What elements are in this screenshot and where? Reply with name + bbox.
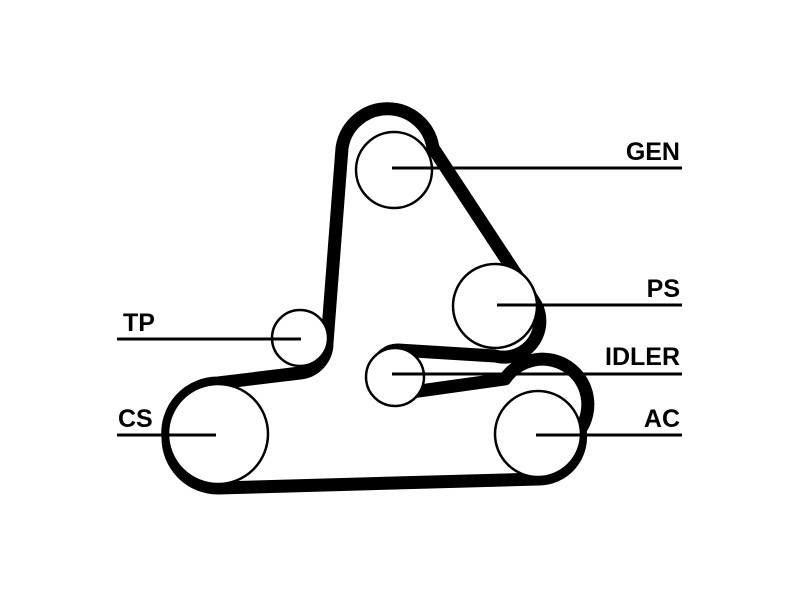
idler-pulley [364,346,426,408]
tp-label: TP [123,309,155,337]
idler-label: IDLER [605,343,680,371]
generator-pulley [354,130,434,210]
ps-label: PS [647,275,680,303]
gen-label: GEN [626,138,680,166]
cs-label: CS [118,405,153,433]
ac-label: AC [644,405,680,433]
